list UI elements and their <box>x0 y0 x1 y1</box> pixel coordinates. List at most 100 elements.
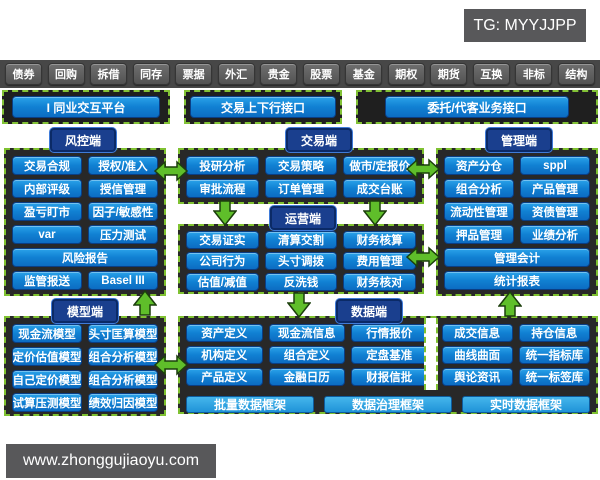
module-button[interactable]: 行情报价 <box>351 324 428 342</box>
data-framework-bar[interactable]: 批量数据框架 <box>186 396 314 413</box>
module-row: 曲线曲面统一指标库 <box>441 346 591 364</box>
module-button[interactable]: 金融日历 <box>268 368 345 386</box>
market-tab[interactable]: 互换 <box>472 63 510 85</box>
module-button[interactable]: 组合分析 <box>444 179 514 198</box>
module-button[interactable]: 授权/准入 <box>88 156 158 175</box>
module-button[interactable]: 现金流信息 <box>268 324 345 342</box>
module-button[interactable]: 投研分析 <box>186 156 259 175</box>
module-button[interactable]: 资产定义 <box>186 324 263 342</box>
module-button[interactable]: 监管报送 <box>12 271 82 290</box>
market-tab[interactable]: 期货 <box>430 63 468 85</box>
module-button[interactable]: 成交信息 <box>441 324 513 342</box>
module-button[interactable]: 业绩分析 <box>520 225 590 244</box>
trade-updown-interface-button[interactable]: 交易上下行接口 <box>190 96 336 118</box>
market-tab-bar: 债券回购拆借同存票据外汇贵金股票基金期权期货互换非标结构 <box>0 60 600 88</box>
module-row: 审批流程订单管理成交台账 <box>186 179 417 198</box>
module-button[interactable]: 统计报表 <box>444 271 590 290</box>
market-tab[interactable]: 同存 <box>132 63 170 85</box>
interbank-platform-button[interactable]: I 同业交互平台 <box>12 96 160 118</box>
module-button[interactable]: 自己定价模型 <box>12 370 82 389</box>
arrow-model-risk <box>133 290 157 316</box>
module-button[interactable]: 统一指标库 <box>518 346 591 364</box>
module-button[interactable]: var <box>12 225 82 244</box>
data-framework-bar[interactable]: 实时数据框架 <box>462 396 590 413</box>
module-button[interactable]: 审批流程 <box>186 179 259 198</box>
market-tab[interactable]: 票据 <box>175 63 213 85</box>
market-tab[interactable]: 外汇 <box>217 63 255 85</box>
interface-panel-updown: 交易上下行接口 <box>184 90 342 124</box>
module-button[interactable]: 定盘基准 <box>351 346 428 364</box>
module-button[interactable]: 资债管理 <box>520 202 590 221</box>
module-button[interactable]: 持仓信息 <box>518 324 591 342</box>
module-button[interactable]: 内部评级 <box>12 179 82 198</box>
module-row: 流动性管理资债管理 <box>444 202 590 221</box>
data-framework-bar[interactable]: 数据治理框架 <box>324 396 452 413</box>
data-grids: 资产定义现金流信息行情报价机构定义组合定义定盘基准产品定义金融日历财报信批 成交… <box>186 324 591 390</box>
market-tab[interactable]: 基金 <box>345 63 383 85</box>
module-button[interactable]: 财报信批 <box>351 368 428 386</box>
module-button[interactable]: 做市/定报价 <box>343 156 417 175</box>
section-header-data: 数据端 <box>336 299 402 323</box>
module-button[interactable]: 估值/减值 <box>186 273 259 291</box>
module-button[interactable]: 头寸调拨 <box>264 252 338 270</box>
module-button[interactable]: 交易合规 <box>12 156 82 175</box>
module-button[interactable]: 试算压测模型 <box>12 393 82 412</box>
market-tab[interactable]: 贵金 <box>260 63 298 85</box>
tg-contact-label: TG: MYYJJPP <box>473 16 577 34</box>
data-framework-row: 批量数据框架数据治理框架实时数据框架 <box>186 396 590 413</box>
module-button[interactable]: 统一标签库 <box>518 368 591 386</box>
module-button[interactable]: sppl <box>520 156 590 175</box>
market-tab[interactable]: 非标 <box>515 63 553 85</box>
module-button[interactable]: 定价估值模型 <box>12 347 82 366</box>
module-button[interactable]: 交易证实 <box>186 231 259 249</box>
module-button[interactable]: 财务核对 <box>343 273 417 291</box>
market-tab[interactable]: 债券 <box>5 63 42 85</box>
module-button[interactable]: 财务核算 <box>343 231 417 249</box>
module-button[interactable]: 机构定义 <box>186 346 263 364</box>
section-header-trading: 交易端 <box>286 128 352 152</box>
module-button[interactable]: 产品定义 <box>186 368 263 386</box>
module-button[interactable]: 订单管理 <box>264 179 338 198</box>
market-tab[interactable]: 期权 <box>387 63 425 85</box>
module-row: 成交信息持仓信息 <box>441 324 591 342</box>
market-tab[interactable]: 拆借 <box>90 63 128 85</box>
module-button[interactable]: 绩效归因模型 <box>88 393 158 412</box>
market-tab[interactable]: 结构 <box>557 63 595 85</box>
module-button[interactable]: 头寸匡算模型 <box>88 324 158 343</box>
module-button[interactable]: 舆论资讯 <box>441 368 513 386</box>
module-button[interactable]: 反洗钱 <box>264 273 338 291</box>
module-button[interactable]: 曲线曲面 <box>441 346 513 364</box>
module-button[interactable]: 现金流模型 <box>12 324 82 343</box>
module-button[interactable]: 押品管理 <box>444 225 514 244</box>
module-button[interactable]: 公司行为 <box>186 252 259 270</box>
module-row: 盈亏盯市因子/敏感性 <box>12 202 158 221</box>
module-button[interactable]: 授信管理 <box>88 179 158 198</box>
module-button[interactable]: 成交台账 <box>343 179 417 198</box>
module-button[interactable]: 组合分析模型 <box>88 347 158 366</box>
module-button[interactable]: 费用管理 <box>343 252 417 270</box>
module-button[interactable]: 产品管理 <box>520 179 590 198</box>
module-row: 风险报告 <box>12 248 158 267</box>
model-panel: 现金流模型头寸匡算模型定价估值模型组合分析模型自己定价模型组合分析模型试算压测模… <box>4 316 166 416</box>
module-button[interactable]: 压力测试 <box>88 225 158 244</box>
module-button[interactable]: 因子/敏感性 <box>88 202 158 221</box>
module-button[interactable]: 盈亏盯市 <box>12 202 82 221</box>
module-button[interactable]: 组合分析模型 <box>88 370 158 389</box>
arrow-operations-management <box>406 246 440 268</box>
module-button[interactable]: 风险报告 <box>12 248 158 267</box>
market-tab[interactable]: 回购 <box>47 63 85 85</box>
section-header-risk: 风控端 <box>50 128 116 152</box>
module-button[interactable]: 交易策略 <box>264 156 338 175</box>
section-header-management: 管理端 <box>486 128 552 152</box>
agency-business-interface-button[interactable]: 委托/代客业务接口 <box>385 96 569 118</box>
module-button[interactable]: 管理会计 <box>444 248 590 267</box>
module-button[interactable]: 流动性管理 <box>444 202 514 221</box>
module-button[interactable]: 资产分仓 <box>444 156 514 175</box>
module-row: 押品管理业绩分析 <box>444 225 590 244</box>
market-tab[interactable]: 股票 <box>302 63 340 85</box>
module-button[interactable]: 组合定义 <box>268 346 345 364</box>
module-row: 试算压测模型绩效归因模型 <box>12 393 158 412</box>
module-button[interactable]: 清算交割 <box>264 231 338 249</box>
module-button[interactable]: Basel III <box>88 271 158 290</box>
